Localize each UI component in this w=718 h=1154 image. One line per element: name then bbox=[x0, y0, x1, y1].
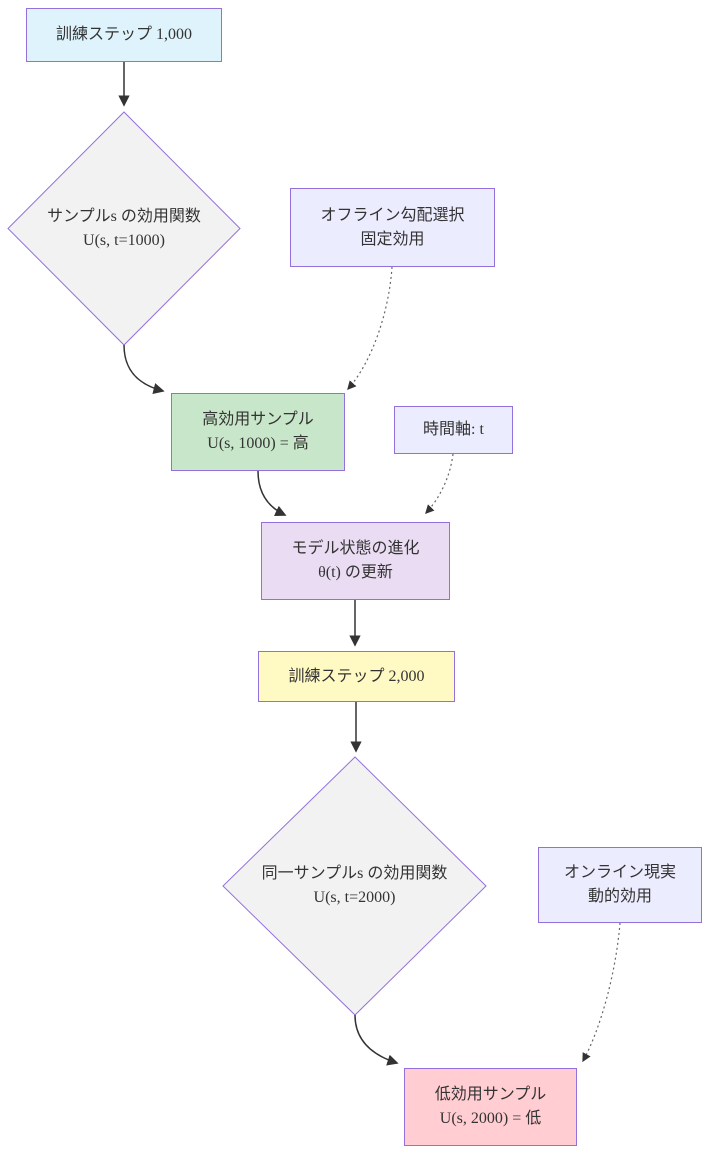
node-high-utility-sample: 高効用サンプル U(s, 1000) = 高 bbox=[171, 393, 345, 471]
edge-utility2-to-low bbox=[354, 1014, 399, 1066]
node-training-step-1000: 訓練ステップ 1,000 bbox=[26, 8, 222, 62]
evolution-line2: θ(t) の更新 bbox=[318, 564, 393, 581]
node-training-step-1000-label: 訓練ステップ 1,000 bbox=[55, 26, 192, 43]
node-model-state-evolution: モデル状態の進化 θ(t) の更新 bbox=[261, 522, 450, 600]
edge-online-to-low-dotted bbox=[582, 922, 621, 1063]
edge-timeaxis-to-evolution-dotted bbox=[425, 453, 454, 514]
timeaxis-line1: 時間軸: t bbox=[423, 421, 484, 438]
node-online-reality: オンライン現実 動的効用 bbox=[538, 847, 702, 923]
edge-high-to-evolution bbox=[257, 470, 287, 517]
node-low-utility-sample: 低効用サンプル U(s, 2000) = 低 bbox=[404, 1068, 577, 1146]
node-offline-gradient-selection: オフライン勾配選択 固定効用 bbox=[290, 188, 495, 267]
low-line1: 低効用サンプル bbox=[434, 1086, 547, 1103]
low-line2: U(s, 2000) = 低 bbox=[439, 1110, 542, 1127]
node-time-axis: 時間軸: t bbox=[394, 406, 513, 454]
online-line2: 動的効用 bbox=[587, 888, 652, 905]
online-line1: オンライン現実 bbox=[563, 864, 676, 881]
evolution-line1: モデル状態の進化 bbox=[291, 540, 420, 557]
offline-line1: オフライン勾配選択 bbox=[320, 206, 465, 224]
high-line2: U(s, 1000) = 高 bbox=[207, 435, 309, 452]
node-training-step-2000-label: 訓練ステップ 2,000 bbox=[288, 667, 425, 685]
edge-utility1-to-high bbox=[123, 344, 165, 395]
high-line1: 高効用サンプル bbox=[202, 411, 314, 428]
offline-line2: 固定効用 bbox=[360, 230, 425, 248]
decision-utility2-shape bbox=[222, 756, 487, 1016]
node-training-step-2000: 訓練ステップ 2,000 bbox=[258, 651, 455, 702]
edge-offline-to-high-dotted bbox=[347, 266, 393, 391]
decision-utility1-shape bbox=[7, 111, 241, 346]
